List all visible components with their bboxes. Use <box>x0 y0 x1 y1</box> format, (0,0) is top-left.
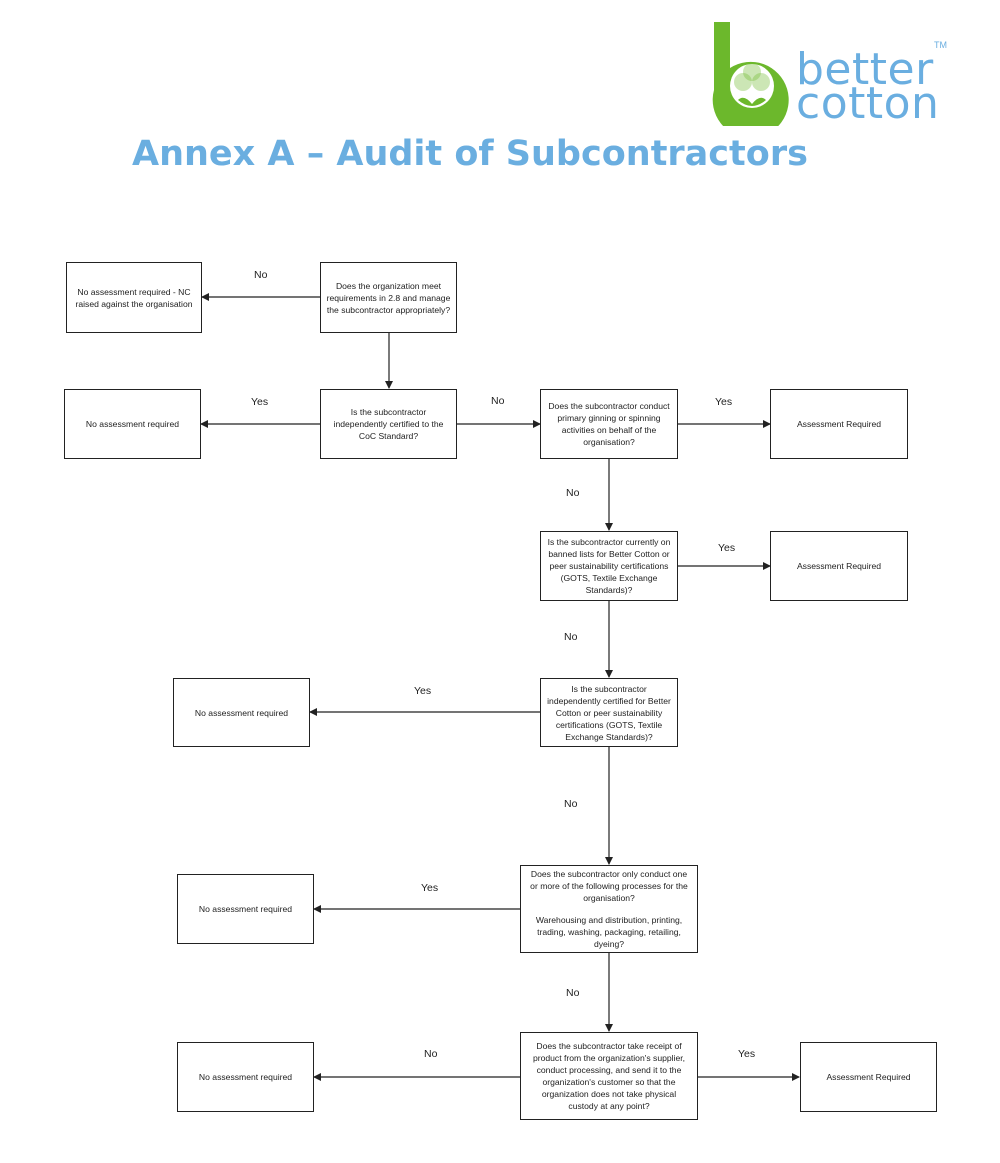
edge-label-q7-r7: No <box>424 1048 438 1060</box>
edge-label-q6-r6: Yes <box>421 882 439 894</box>
node-r4-assessment-required: Assessment Required <box>770 531 908 601</box>
edge-label-q4-r4: Yes <box>718 542 736 554</box>
logo-word-better: better <box>796 44 934 95</box>
node-r2-no-assessment: No assessment required <box>64 389 201 459</box>
node-q6-limited-processes: Does the subcontractor only conduct one … <box>520 865 698 953</box>
node-r3-assessment-required: Assessment Required <box>770 389 908 459</box>
logo-trademark: TM <box>934 40 947 50</box>
node-q3-ginning-spinning: Does the subcontractor conduct primary g… <box>540 389 678 459</box>
logo-word-cotton: cotton <box>796 78 940 129</box>
node-q4-banned-lists: Is the subcontractor currently on banned… <box>540 531 678 601</box>
edge-label-q5-r5: Yes <box>414 685 432 697</box>
edge-label-q7-r8: Yes <box>738 1048 756 1060</box>
edge-label-q3-q4: No <box>566 487 580 499</box>
node-r8-assessment-required: Assessment Required <box>800 1042 937 1112</box>
edge-label-q5-q6: No <box>564 798 578 810</box>
node-r5-no-assessment: No assessment required <box>173 678 310 747</box>
node-r7-no-assessment: No assessment required <box>177 1042 314 1112</box>
node-r1-nc-raised: No assessment required - NC raised again… <box>66 262 202 333</box>
node-r6-no-assessment: No assessment required <box>177 874 314 944</box>
edge-label-q1-r1: No <box>254 269 268 281</box>
cotton-boll-logo-icon <box>712 22 789 138</box>
edge-label-q3-r3: Yes <box>715 396 733 408</box>
edge-label-q4-q5: No <box>564 631 578 643</box>
better-cotton-logo: better cotton TM <box>710 20 960 138</box>
edge-label-q2-q3: No <box>491 395 505 407</box>
node-q5-peer-certified: Is the subcontractor independently certi… <box>540 678 678 747</box>
edge-label-q2-r2: Yes <box>251 396 269 408</box>
node-q6-question: Does the subcontractor only conduct one … <box>530 869 688 903</box>
node-q2-coc-certified: Is the subcontractor independently certi… <box>320 389 457 459</box>
node-q1-meets-requirements: Does the organization meet requirements … <box>320 262 457 333</box>
node-q6-process-list: Warehousing and distribution, printing, … <box>535 915 683 949</box>
node-q7-direct-shipment: Does the subcontractor take receipt of p… <box>520 1032 698 1120</box>
page-title: Annex A – Audit of Subcontractors <box>132 134 808 174</box>
edge-label-q6-q7: No <box>566 987 580 999</box>
